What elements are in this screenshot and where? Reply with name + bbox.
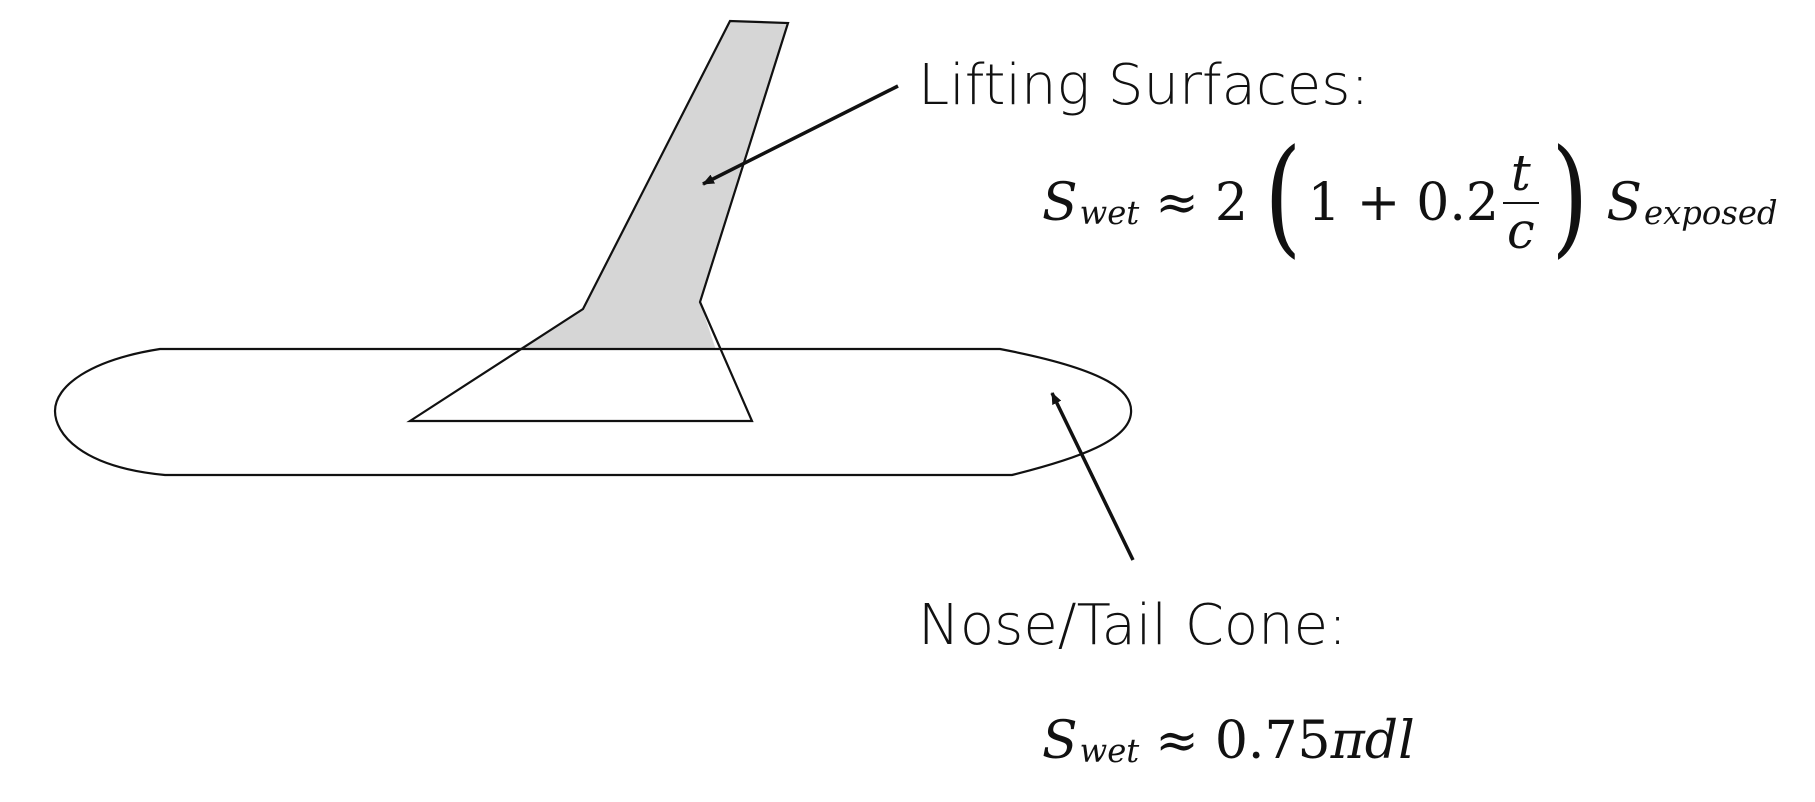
symbol-dl: dl bbox=[1364, 711, 1415, 771]
symbol-s: S bbox=[1042, 173, 1078, 233]
fuselage-outline bbox=[53, 347, 1133, 477]
coefficient: 0.2 bbox=[1416, 173, 1499, 233]
approx-sign: ≈ bbox=[1155, 173, 1199, 233]
approx-sign: ≈ bbox=[1155, 711, 1199, 771]
numerator-t: t bbox=[1510, 144, 1531, 203]
thickness-ratio-fraction: t c bbox=[1503, 144, 1539, 260]
nose-tail-cone-label: Nose/Tail Cone: bbox=[918, 593, 1347, 658]
nose-tail-wetted-area-formula: S wet ≈ 0.75 π dl bbox=[1042, 710, 1415, 772]
coefficient: 0.75 bbox=[1214, 711, 1331, 771]
nose-tail-cone-arrow bbox=[1050, 392, 1135, 561]
subscript-wet: wet bbox=[1079, 194, 1140, 233]
factor-two: 2 bbox=[1214, 173, 1248, 233]
subscript-wet: wet bbox=[1079, 732, 1140, 771]
symbol-s: S bbox=[1042, 711, 1078, 771]
symbol-pi: π bbox=[1330, 711, 1365, 771]
fraction-bar bbox=[1503, 202, 1539, 204]
wing-outline bbox=[406, 19, 790, 423]
plus-sign: + bbox=[1356, 173, 1401, 233]
lifting-surface-arrow bbox=[702, 84, 899, 186]
lifting-surface-wetted-area-formula: S wet ≈ 2 ( 1 + 0.2 t c ) S exposed bbox=[1042, 128, 1778, 278]
denominator-c: c bbox=[1507, 202, 1535, 260]
close-paren: ) bbox=[1550, 123, 1589, 272]
symbol-s-exposed: S bbox=[1606, 173, 1642, 233]
lifting-surfaces-label: Lifting Surfaces: bbox=[918, 53, 1370, 118]
subscript-exposed: exposed bbox=[1644, 194, 1778, 233]
exposed-wing-shaded bbox=[520, 21, 788, 350]
open-paren: ( bbox=[1264, 123, 1302, 272]
term-one: 1 bbox=[1307, 173, 1341, 233]
